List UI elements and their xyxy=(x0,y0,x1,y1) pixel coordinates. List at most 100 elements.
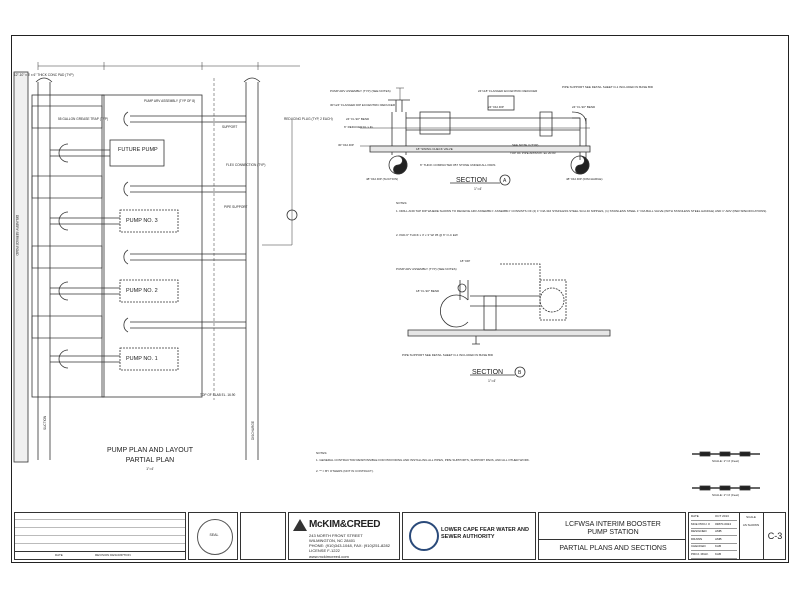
road-label: DELIVERY SERVICE ROAD xyxy=(15,215,19,256)
seal-block: SEAL xyxy=(188,512,238,560)
sec-a-suction: 48" DIA DIP (SUCTION) xyxy=(366,177,398,181)
info-row: MCE PROJ. # 03870-0024 xyxy=(691,521,737,529)
revision-desc-header: REVISION DESCRIPTION xyxy=(95,553,131,557)
sec-a-scale: 1"=4' xyxy=(474,187,482,191)
pump-box-2 xyxy=(119,279,179,303)
sec-a-callout-dip: 30" DIA DIP xyxy=(338,143,354,147)
blank-block xyxy=(240,512,286,560)
sec-a-callout-reducer: 30"x24" FLANGED DIP ECCENTRIC REDUCER xyxy=(330,103,396,107)
sec-a-callout-stone: 6" THICK COMPACTED #57 STONE UNDER ALL P… xyxy=(420,163,495,167)
sec-b-callout-support: PIPE SUPPORT SEE DETAIL SHEET D-1 INCLUD… xyxy=(402,353,494,357)
sec-a-callout-support: PIPE SUPPORT SEE DETAIL SHEET D-1 INCLUD… xyxy=(562,85,654,89)
scale-label: SCALE xyxy=(746,515,756,519)
sec-a-callout-bend: 24" FL 90° BEND xyxy=(346,117,370,121)
sec-a-callout-reducer2: 24"x18" FLANGED ECCENTRIC REDUCER xyxy=(478,89,538,93)
authority-block: LOWER CAPE FEAR WATER AND SEWER AUTHORIT… xyxy=(402,512,536,560)
info-row: DATE OCT 2013 xyxy=(691,513,737,521)
project-block: LCFWSA INTERIM BOOSTER PUMP STATION PART… xyxy=(538,512,686,560)
section-b-drawing xyxy=(407,263,611,378)
revision-block: DATE REVISION DESCRIPTION xyxy=(14,512,186,560)
company-web: www.mckimcreed.com xyxy=(309,554,349,559)
info-key: PROJ. MGR. xyxy=(691,551,709,556)
info-value: AMB xyxy=(715,529,722,533)
sec-a-marker: A xyxy=(503,178,507,184)
info-value: KAB xyxy=(715,551,722,556)
pump-box-1 xyxy=(119,347,179,371)
company-logo-icon xyxy=(293,519,307,531)
info-row: PROJ. MGR. KAB xyxy=(691,551,737,559)
sheet-title: PARTIAL PLANS AND SECTIONS xyxy=(559,545,667,552)
authority-logo-icon xyxy=(409,521,439,551)
sec-b-callout-bend: 18" FL 90° BEND xyxy=(416,289,440,293)
sec-b-callout-dip: 18" DIP xyxy=(460,259,470,263)
scale-bars xyxy=(692,451,760,491)
sec-b-title: SECTION xyxy=(472,369,503,376)
pipe-support-callout: PIPE SUPPORT xyxy=(224,205,248,209)
scale-label-2: SCALE: 1"=4' (Feet) xyxy=(712,493,739,497)
flex-callout: FLEX CONNECTION (TYP) xyxy=(226,163,266,167)
company-address-2: WILMINGTON, NC 28401 xyxy=(309,538,356,543)
pump-label-3: PUMP NO. 3 xyxy=(126,218,158,224)
info-value: OCT 2013 xyxy=(715,514,729,518)
sec-a-callout-arv: PUMP ARV ASSEMBLY (TYP) (SEE NOTES) xyxy=(330,89,391,93)
authority-name: LOWER CAPE FEAR WATER AND SEWER AUTHORIT… xyxy=(441,527,529,540)
info-value: AMB xyxy=(715,536,722,541)
info-row: DRAWN AMB xyxy=(691,536,737,544)
pump-label-future: FUTURE PUMP xyxy=(118,147,158,153)
company-name: McKIM&CREED xyxy=(309,519,381,530)
section-a-drawing xyxy=(360,87,591,186)
suction-label: SUCTION xyxy=(43,415,47,430)
sec-b-callout-arv: PUMP ARV ASSEMBLY (TYP) (SEE NOTES) xyxy=(396,267,457,271)
company-address-3: PHONE: (910)343-1048, FAX: (910)251-8282 xyxy=(309,543,390,548)
sec-a-title: SECTION xyxy=(456,177,487,184)
reducing-callout: REDUCING PLUG (TYP, 2 EACH) xyxy=(284,117,333,121)
sec-a-callout-top: TOP OF PIPE APPROX. EL 20.00 xyxy=(510,151,556,155)
project-title-1: LCFWSA INTERIM BOOSTER xyxy=(565,521,661,528)
seal-label: SEAL xyxy=(209,533,219,537)
info-value: 03870-0024 xyxy=(715,521,732,526)
drawing-sheet-border xyxy=(11,35,789,563)
info-key: CHECKED xyxy=(691,544,706,548)
arv-callout: PUMP ARV ASSEMBLY (TYP OF 8) xyxy=(144,99,195,103)
info-row: CHECKED KAB xyxy=(691,543,737,551)
scale-label-1: SCALE: 1"=4' (Feet) xyxy=(712,459,739,463)
discharge-header-pipe xyxy=(245,82,259,460)
discharge-label: DISCHARGE xyxy=(251,421,255,440)
company-address-4: LICENSE F-1222 xyxy=(309,548,340,553)
plan-title-2: PARTIAL PLAN xyxy=(126,457,175,464)
info-key: DATE xyxy=(691,514,699,518)
sec-b-marker: B xyxy=(518,370,522,376)
notes-a-item-2: 2. PAD-6" THICK x 3' x 3' W/ #5 @ 6" O-C… xyxy=(396,233,458,237)
info-key: DRAWN xyxy=(691,536,703,541)
pump-box-future xyxy=(109,139,165,167)
support-callout: SUPPORT xyxy=(222,125,237,129)
revision-date-header: DATE xyxy=(55,553,63,557)
general-note-2: 2. ** = BY OTHERS (NOT IN CONTRACT). xyxy=(316,469,374,473)
company-address-1: 243 NORTH FRONT STREET xyxy=(309,533,363,538)
plan-title-1: PUMP PLAN AND LAYOUT xyxy=(107,447,194,454)
general-note-1: 1. GENERAL CONTRACTOR RESPONSIBLE FOR PR… xyxy=(316,458,530,462)
service-road-strip xyxy=(13,71,29,463)
left-pad-note: 12"-10" x 5' x 6" THICK CONC PAD (TYP) xyxy=(14,73,74,77)
section-marker-plan xyxy=(286,209,298,221)
sec-a-callout-24dip: 24" DIA DIP xyxy=(488,105,504,109)
scale-value: AS SHOWN xyxy=(742,523,760,527)
info-value: KAB xyxy=(715,544,722,548)
plan-scale: 1"=4' xyxy=(146,467,154,471)
sec-a-callout-bend2: 24" FL 90° BEND xyxy=(572,105,596,109)
pump-label-2: PUMP NO. 2 xyxy=(126,288,158,294)
sump-callout: 55 GALLON GREASE TRAP (TYP) xyxy=(58,117,108,121)
sec-a-callout-note3: SEE NOTE 3 (TYP) xyxy=(512,143,538,147)
sec-a-callout-check: 18" SWING CHECK VALVE xyxy=(416,147,453,151)
general-notes-heading: NOTES: xyxy=(316,451,327,455)
info-key: MCE PROJ. # xyxy=(691,521,710,526)
sec-a-callout-fl: 6" REDUCER FL x FL xyxy=(344,125,374,129)
sheet-number: C-3 xyxy=(767,531,783,541)
top-slab-callout: TOP OF SLAB EL. 16.90 xyxy=(200,393,236,397)
sec-a-discharge: 48" DIA DIP (DISCHARGE) xyxy=(566,177,603,181)
sec-b-scale: 1"=4' xyxy=(488,379,496,383)
company-block: McKIM&CREED 243 NORTH FRONT STREET WILMI… xyxy=(288,512,400,560)
seal-icon xyxy=(197,519,233,555)
